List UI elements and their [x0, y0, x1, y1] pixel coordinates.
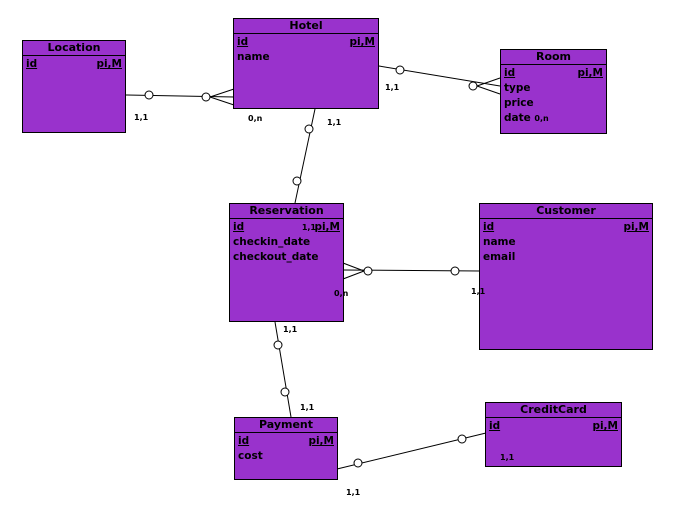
entity-creditcard[interactable]: CreditCard id pi,M 1,1	[485, 402, 622, 467]
attr-row: name	[237, 51, 270, 63]
entity-location[interactable]: Location id pi,M	[22, 40, 126, 133]
pk-label: id	[483, 221, 495, 233]
link-reservation-payment	[274, 321, 292, 418]
opt-circle	[201, 92, 211, 102]
opt-circle	[280, 387, 290, 397]
entity-title: Hotel	[234, 19, 378, 34]
entity-room[interactable]: Room id pi,M type price date 0,n	[500, 49, 607, 134]
attr-label: date	[504, 112, 531, 124]
cardinality-reservation-payment: 1,1	[283, 325, 298, 334]
pk-label: id	[238, 435, 250, 447]
cardinality-payment-creditcard: 1,1	[346, 488, 361, 497]
pk-label: id	[237, 36, 249, 48]
pk-row: id pi,M	[501, 66, 606, 81]
cardinality-hotel-location: 0,n	[248, 114, 263, 123]
crowfoot	[209, 96, 235, 106]
attr-row: price	[504, 97, 534, 109]
entity-title: Customer	[480, 204, 652, 219]
cardinality-payment-reservation: 1,1	[300, 403, 315, 412]
attr-row: type	[504, 82, 531, 94]
cardinality-label: 0,n	[534, 114, 549, 123]
opt-circle	[292, 176, 302, 186]
pk-row: id pi,M	[480, 220, 652, 235]
pk-label: id	[233, 221, 245, 233]
key-badge: pi,M	[314, 221, 340, 233]
attr-row: checkin_date	[233, 236, 311, 248]
key-badge: pi,M	[577, 67, 603, 79]
entity-reservation[interactable]: Reservation id 1,1 pi,M checkin_date che…	[229, 203, 344, 322]
pk-label: id	[26, 58, 38, 70]
key-badge: pi,M	[592, 420, 618, 432]
cardinality-hotel-reservation: 1,1	[327, 118, 342, 127]
opt-circle	[144, 90, 154, 100]
opt-circle	[304, 124, 314, 134]
key-badge: pi,M	[308, 435, 334, 447]
opt-circle	[457, 434, 467, 444]
attr-row: name	[483, 236, 516, 248]
opt-circle	[363, 266, 373, 276]
entity-title: Reservation	[230, 204, 343, 219]
entity-hotel[interactable]: Hotel id pi,M name	[233, 18, 379, 109]
cardinality-label: 1,1	[500, 453, 515, 462]
cardinality-customer-reservation: 1,1	[471, 287, 486, 296]
opt-circle	[353, 458, 363, 468]
pk-row: id pi,M	[235, 434, 337, 449]
opt-circle	[395, 65, 405, 75]
pk-row: id pi,M	[486, 419, 621, 434]
opt-circle	[273, 340, 283, 350]
entity-title: Room	[501, 50, 606, 65]
cardinality-reservation-customer: 0,n	[334, 289, 349, 298]
entity-customer[interactable]: Customer id pi,M name email	[479, 203, 653, 350]
pk-label: id	[489, 420, 501, 432]
link-hotel-reservation	[294, 108, 316, 204]
pk-label: id	[504, 67, 516, 79]
cardinality-location-hotel: 1,1	[134, 113, 149, 122]
opt-circle	[468, 81, 478, 91]
link-location-hotel	[125, 94, 235, 98]
key-badge: pi,M	[96, 58, 122, 70]
cardinality-label: 1,1	[301, 223, 316, 232]
attr-row: cost	[238, 450, 263, 462]
key-badge: pi,M	[349, 36, 375, 48]
crowfoot	[476, 85, 501, 95]
attr-row: date 0,n	[501, 111, 606, 126]
pk-row: id pi,M	[23, 57, 125, 72]
crowfoot	[209, 88, 235, 98]
attr-row: email	[483, 251, 516, 263]
crowfoot	[476, 77, 501, 87]
opt-circle	[450, 266, 460, 276]
entity-payment[interactable]: Payment id pi,M cost	[234, 417, 338, 480]
key-badge: pi,M	[623, 221, 649, 233]
crowfoot	[342, 270, 365, 280]
crowfoot	[342, 262, 365, 272]
entity-title: Location	[23, 41, 125, 56]
pk-row: id pi,M	[234, 35, 378, 50]
attr-row: checkout_date	[233, 251, 319, 263]
pk-row: id 1,1 pi,M	[230, 220, 343, 235]
entity-title: CreditCard	[486, 403, 621, 418]
entity-title: Payment	[235, 418, 337, 433]
cardinality-hotel-room: 1,1	[385, 83, 400, 92]
